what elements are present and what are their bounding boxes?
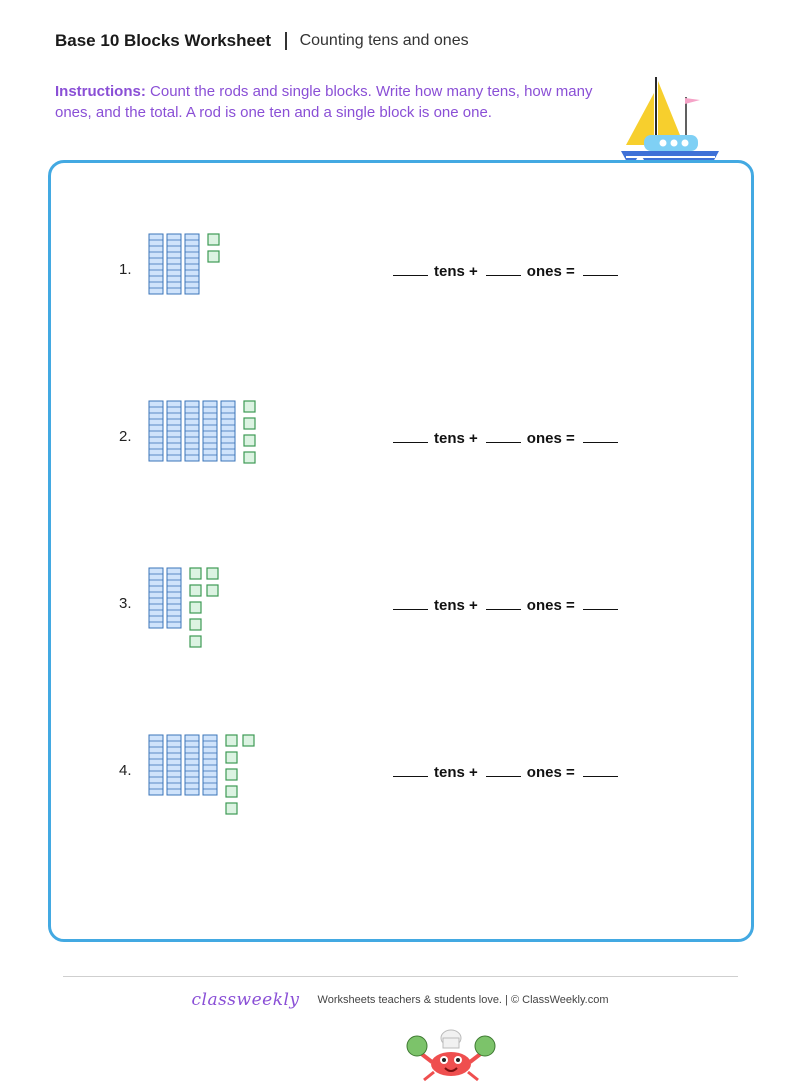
ten-rod <box>202 400 218 462</box>
base10-blocks <box>148 233 220 295</box>
tens-answer-blank[interactable] <box>393 608 428 610</box>
ten-rod <box>184 400 200 462</box>
ten-rod <box>166 734 182 796</box>
worksheet-panel: 1. tens + ones = 2. tens + ones = 3. tens + ones… <box>48 160 754 1082</box>
ten-rod <box>202 734 218 796</box>
one-unit <box>225 751 238 764</box>
one-unit <box>189 618 202 631</box>
tens-label: tens + <box>434 430 478 447</box>
problem-number: 2. <box>119 428 132 445</box>
tens-label: tens + <box>434 764 478 781</box>
footer-divider <box>63 976 738 977</box>
worksheet-subtitle: Counting tens and ones <box>299 32 469 49</box>
ten-rod <box>166 400 182 462</box>
one-unit <box>243 417 256 430</box>
tens-answer-blank[interactable] <box>393 775 428 777</box>
instructions: Instructions: Count the rods and single … <box>55 81 615 123</box>
equation: tens + ones = <box>393 430 618 447</box>
one-unit <box>189 601 202 614</box>
instructions-label: Instructions: <box>55 83 146 100</box>
ten-rod <box>184 734 200 796</box>
one-unit <box>225 768 238 781</box>
ten-rod <box>184 233 200 295</box>
crab-chef-icon <box>406 1029 496 1082</box>
tens-label: tens + <box>434 597 478 614</box>
problem-number: 1. <box>119 261 132 278</box>
one-unit <box>243 400 256 413</box>
base10-blocks <box>148 400 256 464</box>
ten-rod <box>166 233 182 295</box>
total-answer-blank[interactable] <box>582 441 618 443</box>
tens-answer-blank[interactable] <box>393 274 428 276</box>
one-unit <box>189 635 202 648</box>
footer-logo: classweekly <box>191 990 300 1010</box>
one-unit <box>242 734 255 747</box>
ones-answer-blank[interactable] <box>485 441 521 443</box>
tens-answer-blank[interactable] <box>393 441 428 443</box>
problem-number: 3. <box>119 595 132 612</box>
ten-rod <box>220 400 236 462</box>
footer-tagline: Worksheets teachers & students love. | ©… <box>317 994 609 1006</box>
one-unit <box>207 233 220 246</box>
base10-blocks <box>148 734 255 815</box>
one-unit <box>206 567 219 580</box>
worksheet-title: Base 10 Blocks Worksheet <box>55 31 272 50</box>
one-unit <box>225 734 238 747</box>
one-unit <box>189 584 202 597</box>
one-unit <box>206 584 219 597</box>
total-answer-blank[interactable] <box>582 274 618 276</box>
tens-label: tens + <box>434 263 478 280</box>
footer: classweekly Worksheets teachers & studen… <box>0 990 800 1010</box>
ten-rod <box>166 567 182 629</box>
problem-number: 4. <box>119 762 132 779</box>
base10-blocks <box>148 567 219 648</box>
worksheet-header: Base 10 Blocks Worksheet Counting tens a… <box>55 28 469 54</box>
header-divider <box>285 32 287 50</box>
ten-rod <box>148 734 164 796</box>
total-answer-blank[interactable] <box>582 775 618 777</box>
ones-label: ones = <box>526 430 575 447</box>
total-answer-blank[interactable] <box>582 608 618 610</box>
equation: tens + ones = <box>393 597 618 614</box>
ones-label: ones = <box>526 764 575 781</box>
instructions-text: Count the rods and single blocks. Write … <box>55 83 593 121</box>
one-unit <box>207 250 220 263</box>
one-unit <box>243 451 256 464</box>
ten-rod <box>148 400 164 462</box>
ones-answer-blank[interactable] <box>485 274 521 276</box>
equation: tens + ones = <box>393 263 618 280</box>
ones-label: ones = <box>526 263 575 280</box>
equation: tens + ones = <box>393 764 618 781</box>
one-unit <box>225 802 238 815</box>
ten-rod <box>148 233 164 295</box>
ones-answer-blank[interactable] <box>485 608 521 610</box>
one-unit <box>189 567 202 580</box>
ten-rod <box>148 567 164 629</box>
ones-label: ones = <box>526 597 575 614</box>
one-unit <box>243 434 256 447</box>
one-unit <box>225 785 238 798</box>
ones-answer-blank[interactable] <box>485 775 521 777</box>
